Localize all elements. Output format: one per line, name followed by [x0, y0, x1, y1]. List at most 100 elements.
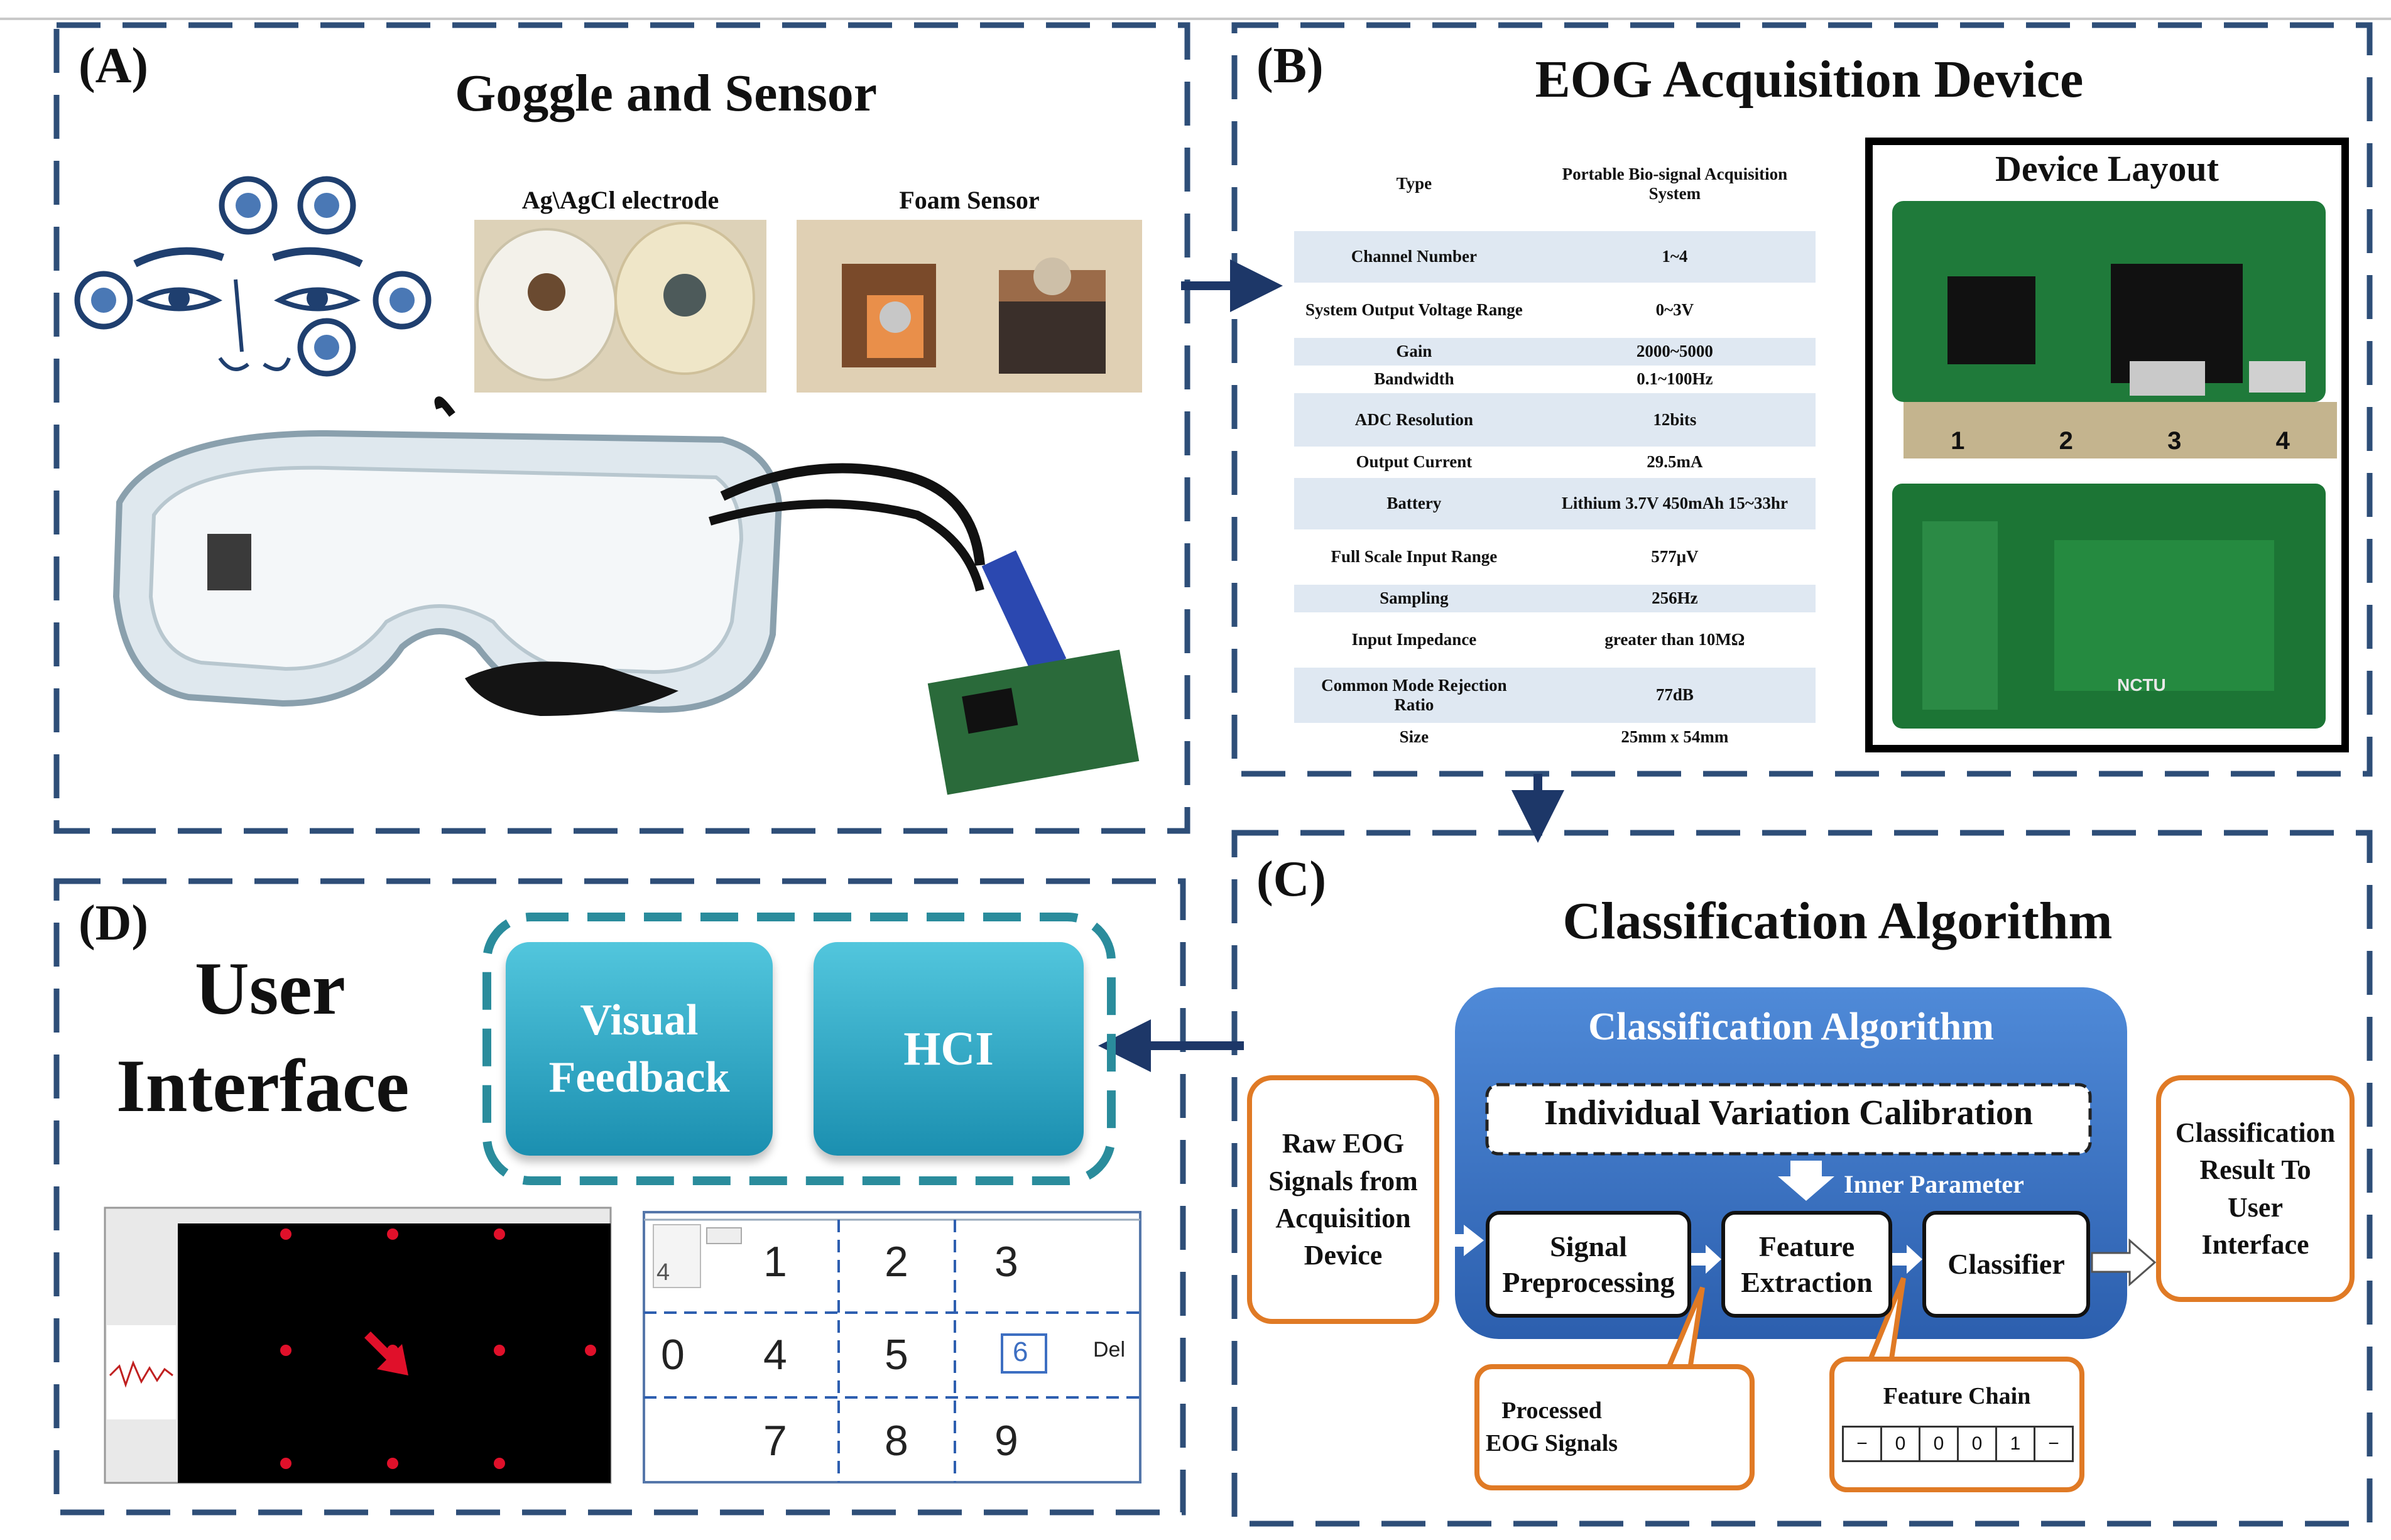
spec-label: Sampling	[1380, 588, 1449, 608]
ruler-tick: 1	[1951, 427, 1965, 455]
spec-label: Bandwidth	[1374, 369, 1454, 389]
goggle-photo	[112, 396, 1140, 795]
panel-d-border	[53, 878, 1186, 1516]
keypad-key[interactable]: 8	[885, 1417, 908, 1465]
spec-row: Full Scale Input Range 577μV	[1294, 529, 1816, 585]
processed-signals-box: Processed EOG Signals	[1474, 1364, 1755, 1490]
panel-a-letter: (A)	[79, 38, 149, 94]
spec-value: 1~4	[1662, 247, 1688, 266]
keypad-key[interactable]: 2	[885, 1238, 908, 1286]
spec-label: Size	[1399, 727, 1429, 747]
keypad-key[interactable]: 4	[763, 1331, 787, 1379]
spec-row: Input Impedance greater than 10MΩ	[1294, 612, 1816, 668]
classifier-label: Classifier	[1947, 1248, 2065, 1281]
keypad-key-selected[interactable]: 6	[1013, 1337, 1028, 1367]
board-ruler: 1 2 3 4	[1904, 427, 2337, 458]
feature-chain-label: Feature Chain	[1883, 1383, 2031, 1409]
signal-preprocessing-label: Signal Preprocessing	[1502, 1230, 1675, 1299]
spec-row: Size 25mm x 54mm	[1294, 723, 1816, 752]
feature-extraction-label: Feature Extraction	[1741, 1230, 1873, 1299]
board-label: NCTU	[2117, 675, 2166, 695]
panel-b-title: EOG Acquisition Device	[1535, 50, 2084, 109]
spec-row: Sampling 256Hz	[1294, 585, 1816, 612]
foam-sensor-photo	[797, 220, 1142, 393]
spec-table-wrap: Type Portable Bio-signal Acquisition Syst…	[1294, 137, 1816, 752]
spec-value: greater than 10MΩ	[1604, 630, 1745, 649]
panel-b-border	[1231, 22, 2373, 777]
keypad-key[interactable]: 9	[994, 1417, 1018, 1465]
electrode-photo	[474, 220, 766, 393]
panel-a-title: Goggle and Sensor	[454, 64, 878, 122]
algorithm-inner-title: Classification Algorithm	[1588, 1006, 1994, 1048]
spec-label: Output Current	[1356, 452, 1473, 472]
spec-value: 0.1~100Hz	[1637, 369, 1713, 389]
processed-signals-label: Processed EOG Signals	[1485, 1397, 1618, 1456]
arrow-raw-to-preprocess	[1439, 1225, 1484, 1256]
keypad-key[interactable]: 7	[763, 1417, 787, 1465]
spec-label: Common Mode Rejection Ratio	[1321, 675, 1507, 714]
spec-value: 256Hz	[1652, 588, 1698, 608]
arrow-classifier-to-result	[2091, 1238, 2157, 1287]
panel-a-border	[53, 22, 1190, 834]
spec-label: Type	[1396, 174, 1432, 193]
arrow-inner-parameter	[1778, 1161, 1834, 1201]
visual-feedback-screenshot	[104, 1207, 612, 1484]
keypad-entry: 4	[656, 1259, 670, 1286]
panel-b-letter: (B)	[1256, 38, 1324, 94]
keypad-key[interactable]: 3	[994, 1238, 1018, 1286]
spec-value: 577μV	[1651, 547, 1699, 567]
spec-row: Common Mode Rejection Ratio 77dB	[1294, 668, 1816, 723]
feature-chain-cell: −	[2035, 1426, 2074, 1462]
visual-feedback-label: Visual Feedback	[548, 996, 730, 1102]
device-layout-label: Device Layout	[1995, 148, 2219, 189]
panel-c-title: Classification Algorithm	[1562, 892, 2113, 950]
panel-d-title-line2: Interface	[116, 1044, 410, 1127]
keypad-key[interactable]: 5	[885, 1331, 908, 1379]
face-electrode-diagram	[74, 176, 432, 377]
result-label: Classification Result To User Interface	[2175, 1117, 2336, 1260]
spec-value: 25mm x 54mm	[1621, 727, 1729, 747]
feature-extraction-box: Feature Extraction	[1721, 1211, 1892, 1318]
ruler-tick: 2	[2059, 427, 2073, 455]
panel-d-letter: (D)	[79, 896, 149, 951]
spec-label: System Output Voltage Range	[1305, 300, 1523, 320]
signal-preprocessing-box: Signal Preprocessing	[1486, 1211, 1691, 1318]
feature-chain-cell: 1	[1997, 1426, 2035, 1462]
ruler-tick: 3	[2167, 427, 2182, 455]
spec-value: 77dB	[1655, 685, 1694, 705]
hci-label: HCI	[903, 1022, 994, 1075]
spec-label: Input Impedance	[1351, 630, 1477, 649]
board-photo-bottom	[1892, 484, 2326, 729]
raw-signals-label: Raw EOG Signals from Acquisition Device	[1268, 1128, 1418, 1271]
spec-label: Battery	[1386, 494, 1442, 513]
target-dots	[280, 1228, 596, 1469]
keypad-delete[interactable]: Del	[1093, 1338, 1126, 1362]
spec-row: Type Portable Bio-signal Acquisition Syst…	[1294, 137, 1816, 231]
spec-value: Lithium 3.7V 450mAh 15~33hr	[1561, 494, 1788, 513]
electrode-label: Ag\AgCl electrode	[521, 186, 719, 214]
spec-row: Battery Lithium 3.7V 450mAh 15~33hr	[1294, 478, 1816, 529]
spec-label: Gain	[1396, 342, 1432, 361]
hci-tile: HCI	[814, 942, 1084, 1156]
spec-value: Portable Bio-signal Acquisition System	[1562, 164, 1788, 203]
spec-value: 12bits	[1653, 409, 1697, 429]
visual-feedback-tile: Visual Feedback	[506, 942, 773, 1156]
feature-chain-cell: −	[1842, 1426, 1882, 1462]
spec-row: Bandwidth 0.1~100Hz	[1294, 366, 1816, 393]
keypad-key[interactable]: 1	[763, 1238, 787, 1286]
spec-value: 0~3V	[1655, 300, 1694, 320]
panel-c-border	[1231, 830, 2373, 1527]
spec-table: Type Portable Bio-signal Acquisition Syst…	[1294, 137, 1816, 752]
raw-signals-box: Raw EOG Signals from Acquisition Device	[1247, 1075, 1439, 1324]
calibration-box	[1485, 1083, 2092, 1156]
spec-label: Full Scale Input Range	[1331, 547, 1498, 567]
board-photo-top	[1892, 201, 2337, 458]
foam-sensor-label: Foam Sensor	[899, 186, 1040, 214]
spec-row: System Output Voltage Range 0~3V	[1294, 283, 1816, 338]
keypad-key[interactable]: 0	[661, 1331, 685, 1379]
feature-chain-cells: − 0 0 0 1 −	[1842, 1426, 2074, 1462]
